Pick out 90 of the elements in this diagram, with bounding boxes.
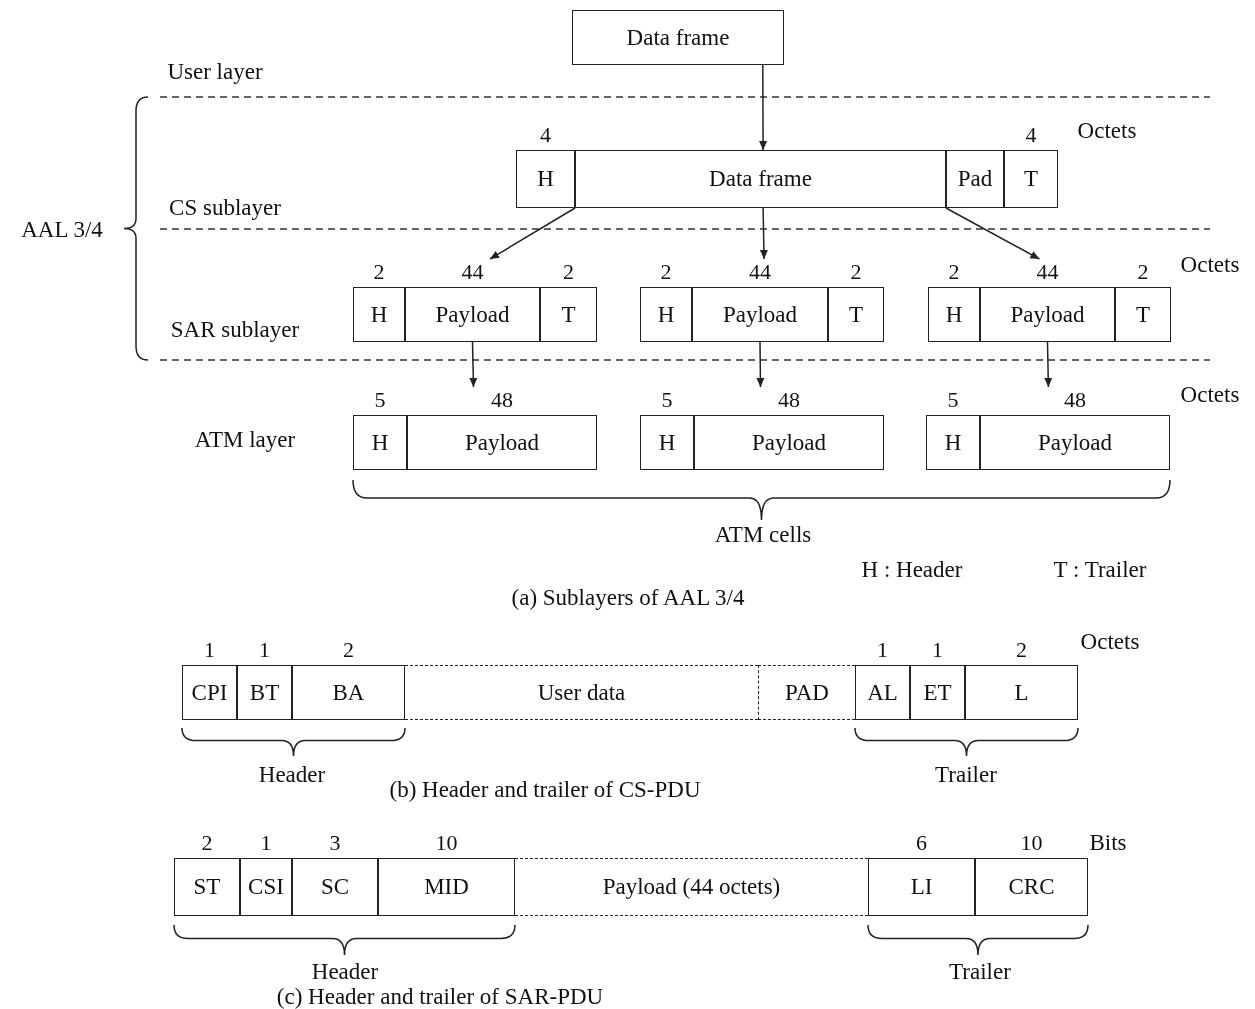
field-box: H <box>353 287 405 342</box>
arrow <box>1044 341 1053 388</box>
field-box: LI <box>868 858 975 916</box>
size-label: 2 <box>1137 259 1149 285</box>
size-label: 3 <box>329 830 341 856</box>
field-box: ET <box>910 665 965 720</box>
field-box: CSI <box>240 858 292 916</box>
field-box: Payload <box>407 415 597 470</box>
field-box: CPI <box>182 665 237 720</box>
size-label: 48 <box>491 387 513 413</box>
size-label: 10 <box>1020 830 1043 856</box>
field-box: ST <box>174 858 240 916</box>
size-label: 2 <box>1016 637 1027 663</box>
size-label: 44 <box>1036 259 1059 285</box>
size-label: 2 <box>850 259 862 285</box>
brace-label: Header <box>258 762 326 788</box>
field-box: Pad <box>946 150 1004 208</box>
arrow <box>759 64 768 151</box>
size-label: 2 <box>660 259 672 285</box>
field-box: Payload <box>692 287 828 342</box>
size-label: 4 <box>1025 122 1037 148</box>
size-label: 48 <box>1064 387 1086 413</box>
size-label: 2 <box>563 259 574 285</box>
size-label: 5 <box>947 387 959 413</box>
size-label: 1 <box>204 637 215 663</box>
brace-label: Trailer <box>949 959 1011 985</box>
field-box: L <box>965 665 1078 720</box>
caption: (a) Sublayers of AAL 3/4 <box>511 585 745 611</box>
legend-text: H : Header <box>861 557 963 583</box>
field-box: H <box>516 150 575 208</box>
size-label: 44 <box>461 259 484 285</box>
unit-label: Octets <box>1077 118 1137 144</box>
field-box: SC <box>292 858 378 916</box>
field-box: CRC <box>975 858 1088 916</box>
unit-label: Bits <box>1089 830 1127 856</box>
unit-label: Octets <box>1180 252 1240 278</box>
size-label: 44 <box>749 259 771 285</box>
layer-label: User layer <box>167 59 263 85</box>
field-box: AL <box>855 665 910 720</box>
field-box: T <box>1004 150 1058 208</box>
size-label: 10 <box>435 830 458 856</box>
size-label: 5 <box>374 387 386 413</box>
caption: (b) Header and trailer of CS-PDU <box>389 777 701 803</box>
size-label: 2 <box>373 259 385 285</box>
arrow <box>756 341 765 388</box>
field-box: T <box>540 287 597 342</box>
field-box: H <box>926 415 980 470</box>
caption: (c) Header and trailer of SAR-PDU <box>276 984 604 1009</box>
legend-text: T : Trailer <box>1053 557 1147 583</box>
layer-label: ATM layer <box>194 427 296 453</box>
size-label: 1 <box>259 637 270 663</box>
field-box: BA <box>292 665 405 720</box>
field-box: H <box>640 287 692 342</box>
size-label: 5 <box>661 387 673 413</box>
size-label: 48 <box>778 387 800 413</box>
field-box: T <box>828 287 884 342</box>
field-box: PAD <box>758 665 855 720</box>
brace-label: Header <box>311 959 379 985</box>
arrow <box>489 207 576 260</box>
size-label: 2 <box>948 259 960 285</box>
field-box: Payload <box>980 287 1115 342</box>
field-box: BT <box>237 665 292 720</box>
size-label: 4 <box>540 122 551 148</box>
frame-box: Data frame <box>572 10 784 65</box>
field-box: Payload <box>694 415 884 470</box>
arrow <box>759 207 768 260</box>
layer-label: CS sublayer <box>169 195 281 221</box>
brace-label: Trailer <box>935 762 997 788</box>
arrow <box>945 207 1041 260</box>
layer-label: AAL 3/4 <box>21 217 103 243</box>
field-box: MID <box>378 858 515 916</box>
brace-label: ATM cells <box>714 522 812 548</box>
field-box: Payload <box>980 415 1170 470</box>
field-box: H <box>640 415 694 470</box>
field-box: Payload <box>405 287 540 342</box>
field-box: H <box>353 415 407 470</box>
size-label: 1 <box>877 637 888 663</box>
field-box: User data <box>405 665 758 720</box>
unit-label: Octets <box>1080 629 1140 655</box>
size-label: 6 <box>916 830 927 856</box>
field-box: T <box>1115 287 1171 342</box>
size-label: 2 <box>201 830 213 856</box>
layer-label: SAR sublayer <box>170 317 300 343</box>
arrow <box>469 341 478 388</box>
field-box: H <box>928 287 980 342</box>
size-label: 2 <box>343 637 354 663</box>
size-label: 1 <box>932 637 943 663</box>
size-label: 1 <box>260 830 272 856</box>
field-box: Data frame <box>575 150 946 208</box>
unit-label: Octets <box>1180 382 1240 408</box>
